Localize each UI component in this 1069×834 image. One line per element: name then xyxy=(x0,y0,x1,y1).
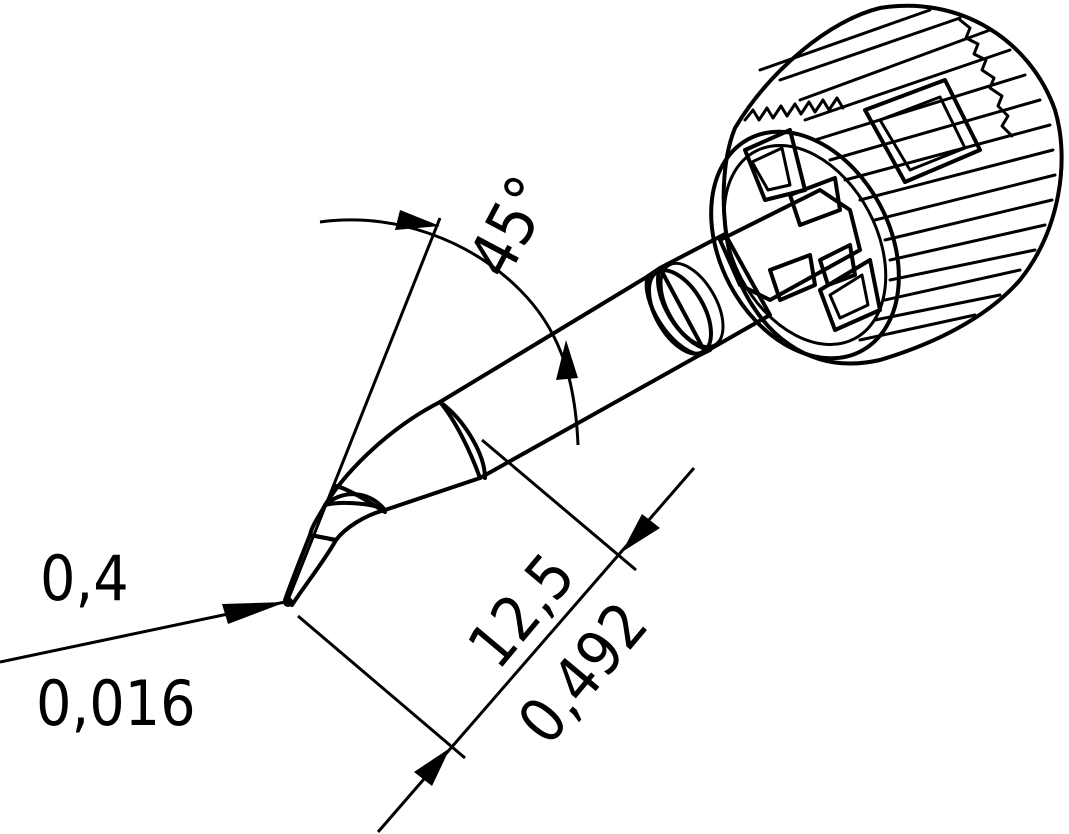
angle-dimension: 45° xyxy=(286,165,580,601)
length-arrow-lower xyxy=(414,748,450,786)
tip-width-dimension: 0,4 0,016 xyxy=(0,542,286,740)
length-dimension: 12,5 0,492 xyxy=(297,438,696,833)
angle-arrow-top xyxy=(395,210,440,230)
tip-shaft xyxy=(283,232,772,607)
tip-width-in: 0,016 xyxy=(36,667,196,740)
angle-label: 45° xyxy=(455,165,568,290)
tip-width-mm: 0,4 xyxy=(40,542,129,615)
knurled-nut xyxy=(709,3,1064,366)
tip-width-arrow xyxy=(222,602,286,624)
angle-arrow-bottom xyxy=(556,340,578,380)
length-arrow-upper xyxy=(622,514,660,552)
